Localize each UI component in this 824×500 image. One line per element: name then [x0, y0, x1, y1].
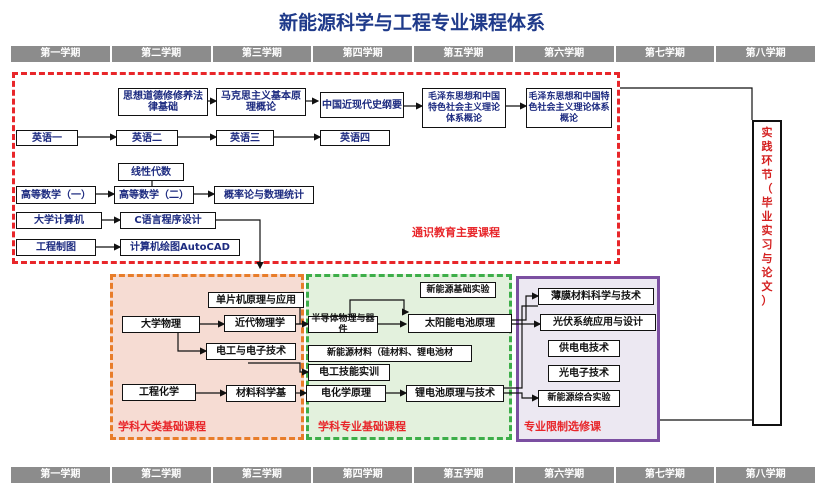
course-eng1: 英语一	[16, 130, 78, 146]
practice-char: 论	[761, 266, 773, 279]
course-newenergy-mat: 新能源材料（硅材料、锂电池材	[308, 345, 472, 362]
course-solar: 太阳能电池原理	[408, 314, 512, 333]
semester-3: 第三学期	[211, 45, 313, 63]
course-elec-training: 电工技能实训	[308, 364, 390, 381]
course-mcu: 单片机原理与应用	[208, 292, 304, 308]
practice-char: 实	[761, 224, 773, 237]
semester-5: 第五学期	[413, 466, 514, 484]
course-materials-sci: 材料科学基	[226, 385, 296, 402]
course-mao1: 毛泽东思想和中国特色社会主义理论体系概论	[422, 88, 506, 128]
page-title: 新能源科学与工程专业课程体系	[278, 12, 545, 34]
practice-char: 习	[761, 238, 773, 251]
course-electrochem: 电化学原理	[306, 385, 386, 402]
region-category-label: 学科大类基础课程	[118, 420, 206, 433]
course-cad: 计算机绘图AutoCAD	[120, 239, 240, 256]
course-makesi: 马克思主义基本原理概论	[216, 88, 306, 116]
course-chemistry: 工程化学	[122, 384, 196, 401]
practice-char: 毕	[761, 196, 773, 209]
semester-7: 第七学期	[614, 466, 716, 484]
semester-2: 第二学期	[110, 466, 212, 484]
course-computer: 大学计算机	[16, 212, 102, 229]
region-limited-label: 专业限制选修课	[524, 420, 601, 433]
course-math2: 高等数学（二）	[114, 186, 194, 204]
semester-8: 第八学期	[715, 466, 816, 484]
practice-char: 业	[761, 210, 773, 223]
course-math1: 高等数学（一）	[16, 186, 96, 204]
course-modern-physics: 近代物理学	[224, 315, 296, 332]
practice-char: 与	[761, 252, 773, 265]
course-thinfilm: 薄膜材料科学与技术	[538, 288, 654, 305]
region-major-label: 学科专业基础课程	[318, 420, 406, 433]
practice-column: 实 践 环 节 （ 毕 业 实 习 与 论 文 ）	[752, 120, 782, 426]
course-electronics: 电工与电子技术	[206, 343, 296, 360]
course-pv: 光伏系统应用与设计	[540, 314, 656, 331]
course-battery: 锂电池原理与技术	[406, 385, 504, 402]
course-eng3: 英语三	[216, 130, 274, 146]
practice-char: （	[761, 182, 773, 195]
course-mao2: 毛泽东思想和中国特色社会主义理论体系概论	[526, 88, 612, 128]
semester-2: 第二学期	[110, 45, 212, 63]
semester-6: 第六学期	[513, 466, 615, 484]
semester-4: 第四学期	[312, 45, 413, 63]
semester-1: 第一学期	[10, 466, 111, 484]
course-photoelectric: 光电子技术	[548, 365, 620, 382]
course-comprehensive: 新能源综合实验	[538, 390, 620, 407]
course-clang: C语言程序设计	[120, 212, 216, 229]
semester-bar-bottom: 第一学期 第二学期 第三学期 第四学期 第五学期 第六学期 第七学期 第八学期	[10, 466, 816, 484]
course-prob: 概率论与数理统计	[214, 186, 314, 204]
practice-char: 文	[761, 280, 773, 293]
practice-char: 践	[761, 140, 773, 153]
region-general-label: 通识教育主要课程	[412, 226, 500, 239]
course-drawing: 工程制图	[16, 239, 96, 256]
semester-bar-top: 第一学期 第二学期 第三学期 第四学期 第五学期 第六学期 第七学期 第八学期	[10, 45, 816, 63]
course-eng2: 英语二	[116, 130, 178, 146]
semester-4: 第四学期	[312, 466, 413, 484]
course-newenergy-exp: 新能源基础实验	[420, 282, 496, 298]
semester-3: 第三学期	[211, 466, 313, 484]
course-linear: 线性代数	[118, 163, 184, 181]
course-physics: 大学物理	[122, 316, 200, 333]
semester-8: 第八学期	[715, 45, 816, 63]
semester-5: 第五学期	[413, 45, 514, 63]
course-hydrogen: 供电电技术	[548, 340, 620, 357]
semester-7: 第七学期	[614, 45, 716, 63]
practice-char: 节	[761, 168, 773, 181]
region-general	[12, 72, 620, 264]
course-eng4: 英语四	[320, 130, 390, 146]
course-sixiang: 思想道德修修养法律基础	[118, 88, 208, 116]
course-jinxiandai: 中国近现代史纲要	[320, 92, 404, 118]
practice-char: ）	[761, 294, 773, 307]
practice-char: 环	[761, 154, 773, 167]
practice-char: 实	[761, 126, 773, 139]
course-semiconductor: 半导体物理与器件	[308, 314, 378, 335]
semester-6: 第六学期	[513, 45, 615, 63]
semester-1: 第一学期	[10, 45, 111, 63]
